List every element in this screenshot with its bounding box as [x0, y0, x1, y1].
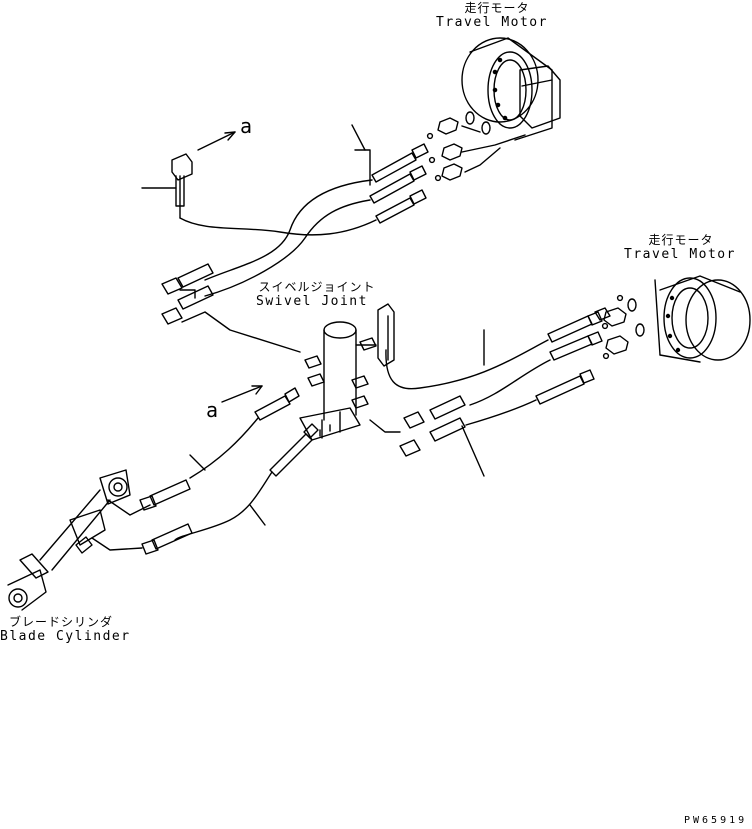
- swivel-joint: [299, 303, 395, 441]
- right-hoses: [369, 311, 603, 477]
- view-marker-a-left: a: [206, 398, 219, 422]
- blade-cylinder: [7, 469, 151, 611]
- travel-motor-right-label-jp: 走行モータ: [648, 233, 714, 247]
- swivel-joint-label-en: Swivel Joint: [256, 294, 368, 309]
- travel-motor-top-label-jp: 走行モータ: [464, 1, 530, 15]
- mid-left-fittings: [161, 263, 301, 353]
- blade-cylinder-label-en: Blade Cylinder: [0, 629, 131, 644]
- view-arrow-left: [221, 385, 263, 403]
- view-arrow-top: [197, 131, 236, 151]
- travel-motor-right: [654, 275, 751, 363]
- drawing-code: PW65919: [684, 815, 748, 826]
- swivel-joint-label-jp: スイベルジョイント: [258, 280, 376, 294]
- view-marker-a-top: a: [240, 114, 253, 138]
- top-motor-fittings: [426, 111, 526, 182]
- travel-motor-top: [461, 37, 561, 141]
- travel-motor-top-label-en: Travel Motor: [436, 15, 548, 30]
- top-hose-ends: [351, 124, 429, 224]
- blade-cylinder-label-jp: ブレードシリンダ: [8, 615, 113, 629]
- top-hoses: [141, 153, 377, 297]
- right-motor-fittings: [594, 294, 645, 360]
- travel-motor-right-label-en: Travel Motor: [624, 247, 736, 262]
- blade-hoses: [139, 387, 319, 555]
